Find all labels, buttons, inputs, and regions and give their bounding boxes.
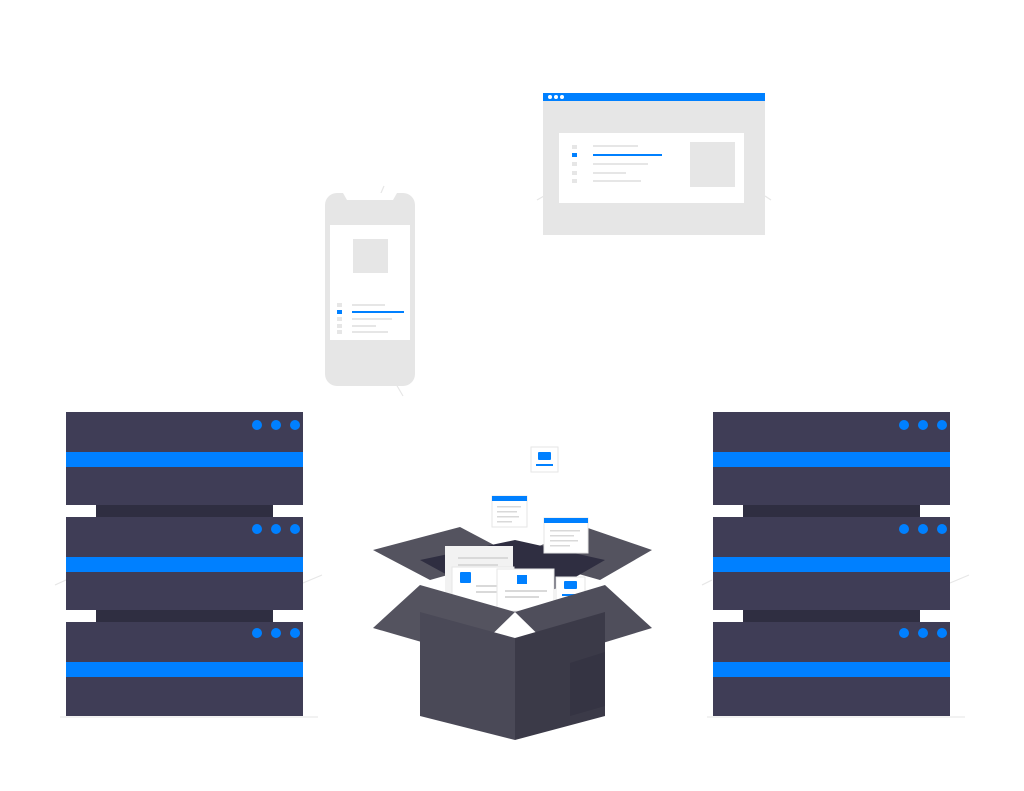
server-unit — [66, 517, 303, 610]
smartphone-icon — [325, 193, 415, 386]
server-rack-icon — [707, 412, 965, 718]
server-unit — [713, 517, 950, 610]
server-rack-icon — [60, 412, 318, 718]
server-unit — [713, 622, 950, 716]
document-card-icon — [491, 495, 528, 528]
browser-window-icon — [543, 93, 765, 235]
document-card-icon — [543, 517, 589, 554]
server-unit — [713, 412, 950, 505]
open-box-icon — [373, 446, 652, 740]
briefcase-icon — [530, 446, 559, 473]
server-unit — [66, 412, 303, 505]
server-unit — [66, 622, 303, 716]
